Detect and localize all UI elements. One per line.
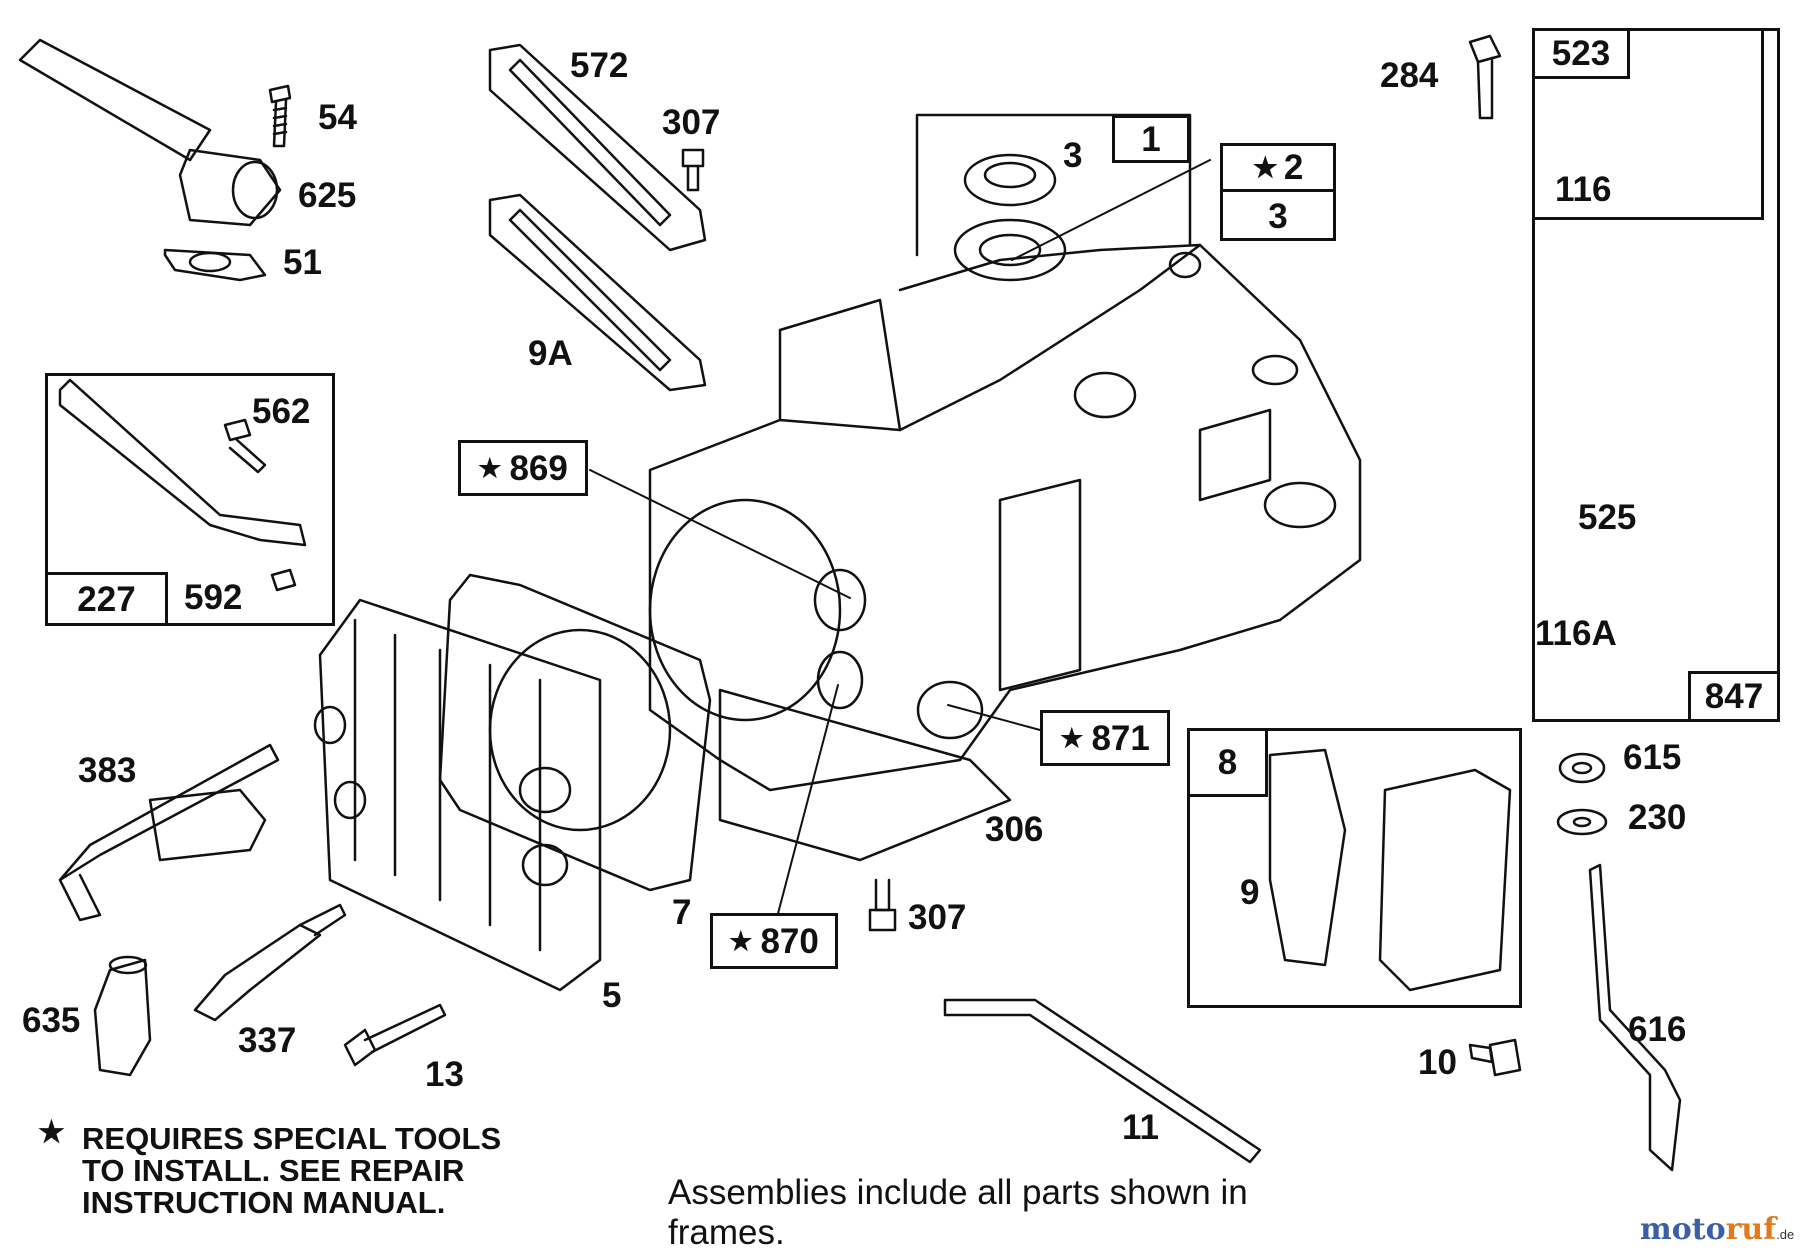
part-label-10: 10 [1418,1043,1457,1082]
part-label-625: 625 [298,176,357,215]
frame-label-3: 3 [1268,196,1288,236]
screw-307-bottom-drawing [868,878,897,932]
part-label-3-seal: 3 [1063,136,1083,175]
part-label-592: 592 [184,578,243,617]
part-label-525: 525 [1578,498,1637,537]
part-label-572: 572 [570,46,629,85]
frame-label-227: 227 [48,572,168,623]
part-label-13: 13 [425,1055,464,1094]
part-label-284: 284 [1380,56,1439,95]
rod-11-drawing [943,998,1262,1164]
cylinder-head-5-drawing [313,598,602,992]
frame-label-847: 847 [1688,671,1777,719]
assemblies-caption: Assemblies include all parts shown in fr… [668,1173,1248,1252]
gasket-51-drawing [163,248,267,282]
plate-572-drawing [488,43,707,252]
part-label-383: 383 [78,751,137,790]
plate-9a-drawing [488,193,707,392]
part-label-116: 116 [1555,170,1612,209]
part-label-9: 9 [1240,873,1260,912]
part-label-635: 635 [22,1001,81,1040]
screw-307-top-drawing [681,148,705,192]
part-label-337: 337 [238,1021,297,1060]
part-label-615: 615 [1623,738,1682,777]
spark-plug-337-drawing [193,903,347,1022]
part-label-9a: 9A [528,334,573,373]
part-label-51: 51 [283,243,322,282]
footnote-star-icon: ★ [38,1116,65,1149]
bolt-284-drawing [1468,34,1502,120]
part-label-11: 11 [1122,1108,1159,1147]
frame-8: 8 [1187,728,1522,1008]
part-label-54: 54 [318,98,357,137]
seal-3-drawing [963,153,1057,207]
frame-227: 227 [45,373,335,626]
frame-label-1: 1 [1112,115,1190,163]
part-label-307-top: 307 [662,103,721,142]
frame-847: 523 847 [1532,28,1780,722]
frame-label-2-3: ★2 3 [1220,143,1336,241]
callout-871: ★871 [1040,710,1170,766]
star-icon: ★ [478,453,502,483]
washer-230-drawing [1556,808,1608,836]
star-icon: ★ [1252,151,1278,183]
gasket-306-drawing [718,688,1012,862]
part-label-616: 616 [1628,1010,1687,1049]
part-625-tube-drawing [18,38,282,227]
drain-plug-10-drawing [1468,1038,1522,1077]
crankcase-block-drawing [648,218,1362,792]
part-label-306: 306 [985,810,1044,849]
special-tools-footnote: REQUIRES SPECIAL TOOLS TO INSTALL. SEE R… [82,1121,502,1220]
plug-boot-635-drawing [93,955,152,1077]
frame-label-523: 523 [1535,31,1630,79]
washer-615-drawing [1558,752,1606,784]
part-label-116a: 116A [1535,614,1617,653]
rod-616-drawing [1588,863,1682,1172]
leader-lines [589,159,1211,926]
bolt-13-drawing [343,1003,447,1067]
frame-523-divider [1532,28,1764,220]
part-label-7: 7 [672,893,692,932]
head-gasket-7-drawing [438,573,712,892]
lever-227-drawing [58,378,307,592]
bolt-54-drawing [268,84,292,148]
part-label-230: 230 [1628,798,1687,837]
frame-label-8: 8 [1190,731,1268,797]
frame-1-lines [915,113,1192,257]
frame-label-2: ★2 [1223,146,1333,192]
breather-8-drawing [1268,748,1512,992]
part-label-562: 562 [252,392,311,431]
callout-869: ★869 [458,440,588,496]
callout-870: ★870 [710,913,838,969]
star-icon: ★ [729,926,753,956]
part-label-5: 5 [602,976,622,1015]
brand-watermark: motoruf.de [1640,1212,1795,1247]
part-label-307-bottom: 307 [908,898,967,937]
tool-383-drawing [58,743,280,922]
star-icon: ★ [1060,723,1084,753]
